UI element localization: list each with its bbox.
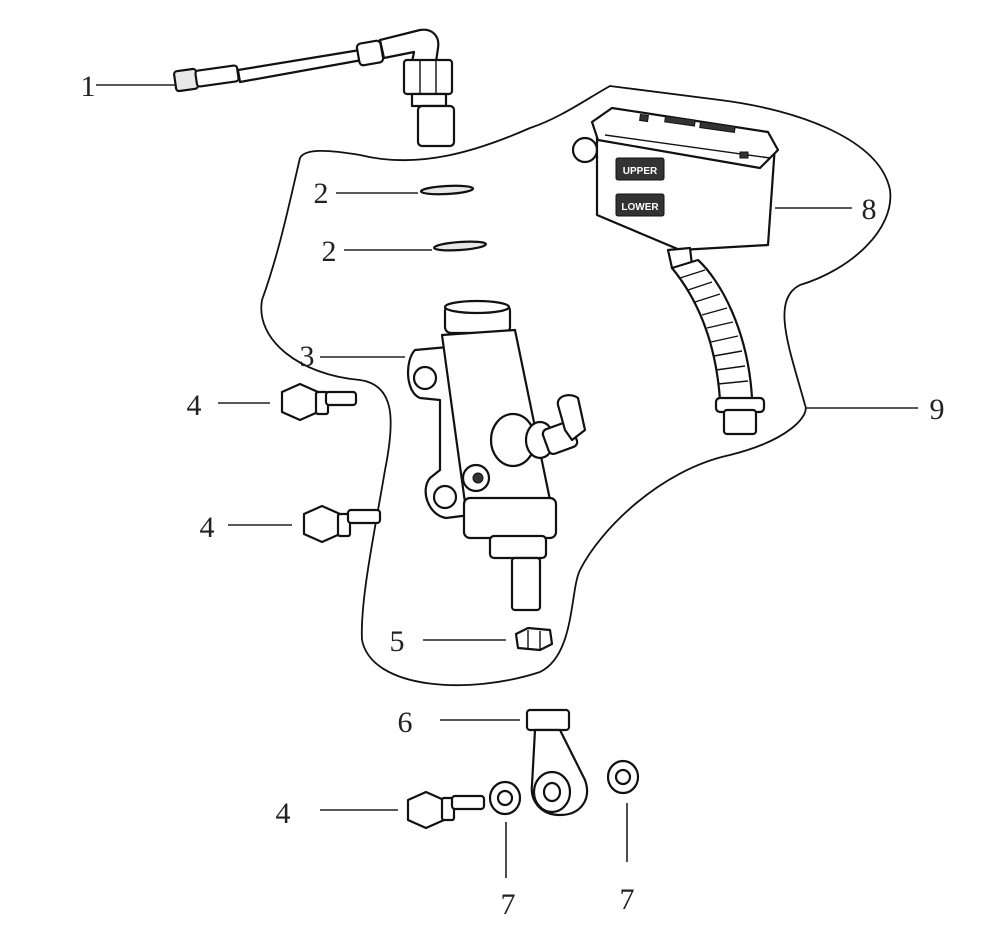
switch-body xyxy=(416,104,456,148)
switch-hex xyxy=(402,58,454,96)
callout-8: 8 xyxy=(862,193,877,226)
callout-2-upper: 2 xyxy=(314,177,329,210)
callout-5: 5 xyxy=(390,625,405,658)
connector-body xyxy=(194,64,240,88)
assembly-boundary-outline xyxy=(260,85,892,686)
o-ring-upper xyxy=(419,184,475,196)
upper-level-mark xyxy=(615,157,665,181)
bolt-upper xyxy=(280,382,358,422)
callout-3: 3 xyxy=(300,340,315,373)
reservoir-hose xyxy=(670,258,766,436)
callout-6: 6 xyxy=(398,706,413,739)
callout-7-left: 7 xyxy=(501,888,516,921)
upper-level-label: UPPER xyxy=(623,166,658,177)
callout-7-right: 7 xyxy=(620,883,635,916)
push-rod xyxy=(510,556,542,612)
callout-4-upper: 4 xyxy=(187,389,202,422)
bracket-hole-upper xyxy=(412,365,438,391)
callout-1: 1 xyxy=(81,70,96,103)
o-ring-lower xyxy=(432,240,488,252)
washer-right xyxy=(606,759,640,795)
lower-level-mark xyxy=(615,193,665,217)
callout-4-lower: 4 xyxy=(276,797,291,830)
wire-elbow xyxy=(378,28,440,64)
master-cylinder xyxy=(407,299,587,612)
bolt-middle xyxy=(302,504,382,544)
callout-9: 9 xyxy=(930,393,945,426)
fluid-reservoir: UPPER LOWER xyxy=(571,106,780,270)
cylinder-collar xyxy=(462,496,558,540)
callout-4-middle: 4 xyxy=(200,511,215,544)
reservoir-mount-tab xyxy=(571,136,599,164)
wire-sleeve xyxy=(355,39,385,67)
lock-nut xyxy=(514,626,554,652)
washer-left xyxy=(488,780,522,816)
bracket-hole-lower xyxy=(432,484,458,510)
hose-fitting xyxy=(556,394,587,442)
brake-switch-sensor xyxy=(173,28,456,148)
sensor-wire xyxy=(236,48,364,84)
clevis-joint xyxy=(525,708,588,817)
callout-2-lower: 2 xyxy=(322,235,337,268)
bolt-lower xyxy=(406,790,486,830)
switch-ring xyxy=(410,92,448,108)
lower-level-label: LOWER xyxy=(621,202,659,213)
